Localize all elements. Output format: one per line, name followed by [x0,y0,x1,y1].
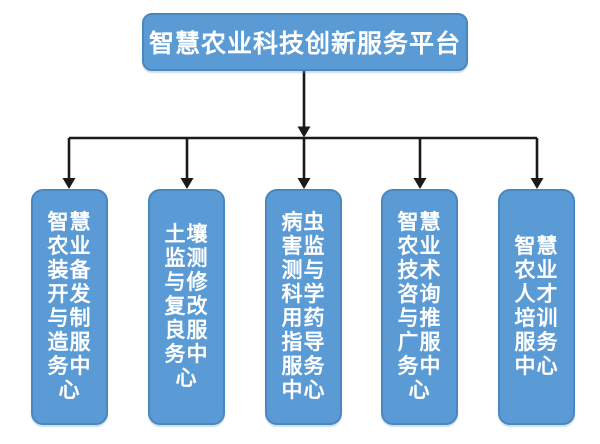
drop-arrowhead-icon-1 [62,178,76,189]
center-node-training: 智慧农业人才培训服务中心 [498,189,575,425]
center-node-pest: 病虫害监测与科学用药指导服务中心 [265,189,342,425]
center-node-label: 智慧农业人才培训服务中心 [514,235,559,378]
drop-arrowhead-icon-3 [297,178,311,189]
center-node-soil: 土壤监测与修复改良服务中心 [148,189,225,425]
root-node: 智慧农业科技创新服务平台 [142,13,468,71]
drop-arrowhead-icon-2 [180,178,194,189]
center-node-label: 土壤监测与修复改良服务中心 [164,223,209,390]
center-node-label: 病虫害监测与科学用药指导服务中心 [281,211,326,402]
center-node-label: 智慧农业装备开发与制造服务中心 [47,211,92,402]
root-node-label: 智慧农业科技创新服务平台 [148,30,461,58]
drop-arrowhead-icon-5 [530,178,544,189]
drop-arrowhead-icon-4 [413,178,427,189]
center-node-consulting: 智慧农业技术咨询与推广服务中心 [381,189,458,425]
center-node-label: 智慧农业技术咨询与推广服务中心 [397,211,442,402]
stem-arrowhead-icon [297,126,311,138]
center-node-equipment: 智慧农业装备开发与制造服务中心 [31,189,108,425]
